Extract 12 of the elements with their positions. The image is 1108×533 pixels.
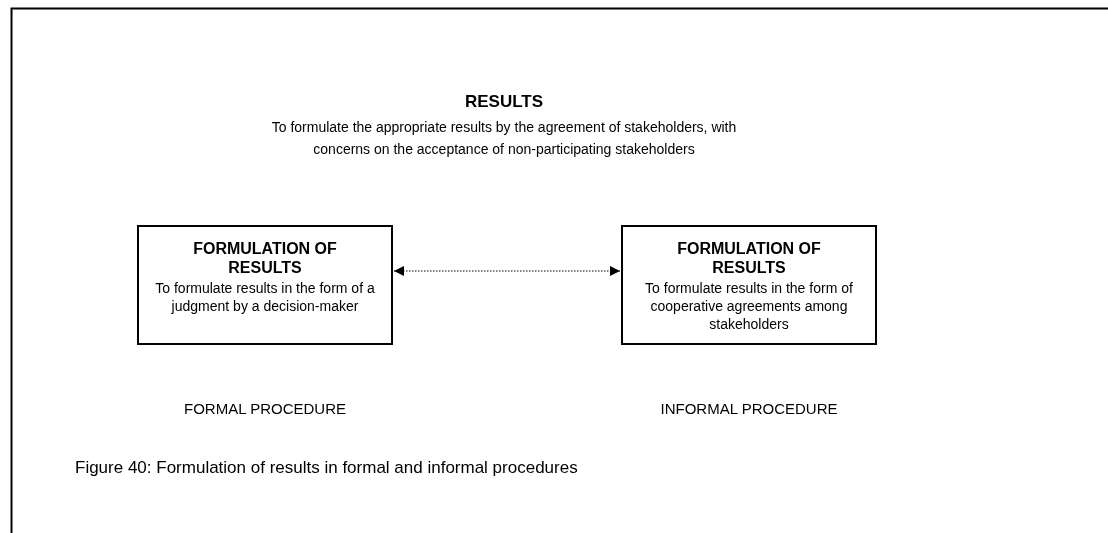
process-box (137, 225, 393, 345)
heading: RESULTS (463, 92, 545, 112)
procedure-label: INFORMAL PROCEDURE (659, 400, 839, 417)
box-heading: FORMULATION OF RESULTS (676, 239, 822, 277)
double-arrow (393, 266, 621, 276)
box-heading: FORMULATION OF RESULTS (192, 239, 338, 277)
procedure-label: FORMAL PROCEDURE (183, 400, 347, 417)
description: To formulate the appropriate results by the agreement of stakeholders, with concerns on the acceptance of non-participating stakeholders (270, 118, 738, 159)
box-description: To formulate results in the form of cooperative agreements among stakeholders (644, 279, 854, 333)
figure-caption: Figure 40: Formulation of results in formal and informal procedures (75, 458, 578, 478)
process-box (621, 225, 877, 345)
box-description: To formulate results in the form of a judgment by a decision-maker (154, 279, 376, 315)
